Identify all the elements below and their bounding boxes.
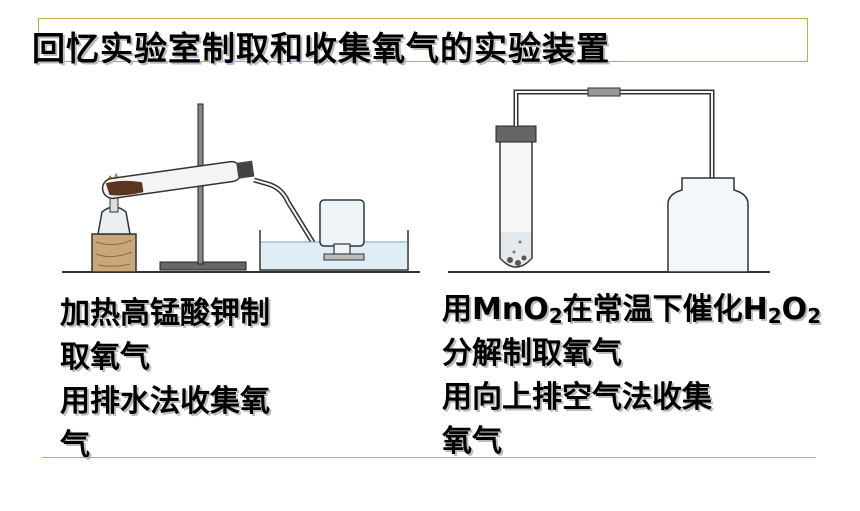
right-caption-formula-line: 用MnO2在常温下催化H2O2 (442, 288, 821, 332)
bottom-divider (42, 457, 816, 458)
formula-subscript: 2 (807, 304, 822, 328)
title-frame (38, 18, 808, 62)
formula-text: O (781, 292, 808, 327)
right-caption: 用MnO2在常温下催化H2O2 分解制取氧气 用向上排空气法收集 氧气 (442, 288, 821, 464)
left-caption-line: 用排水法收集氧 (60, 384, 270, 419)
left-caption-line: 加热高锰酸钾制 (60, 296, 270, 331)
left-caption-line: 气 (60, 428, 90, 463)
formula-text: 在常温下催化H (562, 292, 768, 327)
right-caption-line: 氧气 (442, 424, 502, 459)
left-caption-line: 取氧气 (60, 340, 150, 375)
apparatus-heating-water-collection (62, 82, 420, 282)
apparatus-catalytic-air-collection (448, 82, 770, 282)
formula-subscript: 2 (767, 304, 782, 328)
catalytic-apparatus-illustration (448, 87, 770, 273)
right-caption-line: 用向上排空气法收集 (442, 380, 712, 415)
formula-text: 用MnO (442, 292, 549, 327)
right-caption-line: 分解制取氧气 (442, 336, 622, 371)
slide-title: 回忆实验室制取和收集氧气的实验装置 (32, 29, 610, 68)
heating-apparatus-illustration (62, 103, 420, 273)
formula-subscript: 2 (548, 304, 563, 328)
left-caption: 加热高锰酸钾制 取氧气 用排水法收集氧 气 (60, 292, 270, 468)
